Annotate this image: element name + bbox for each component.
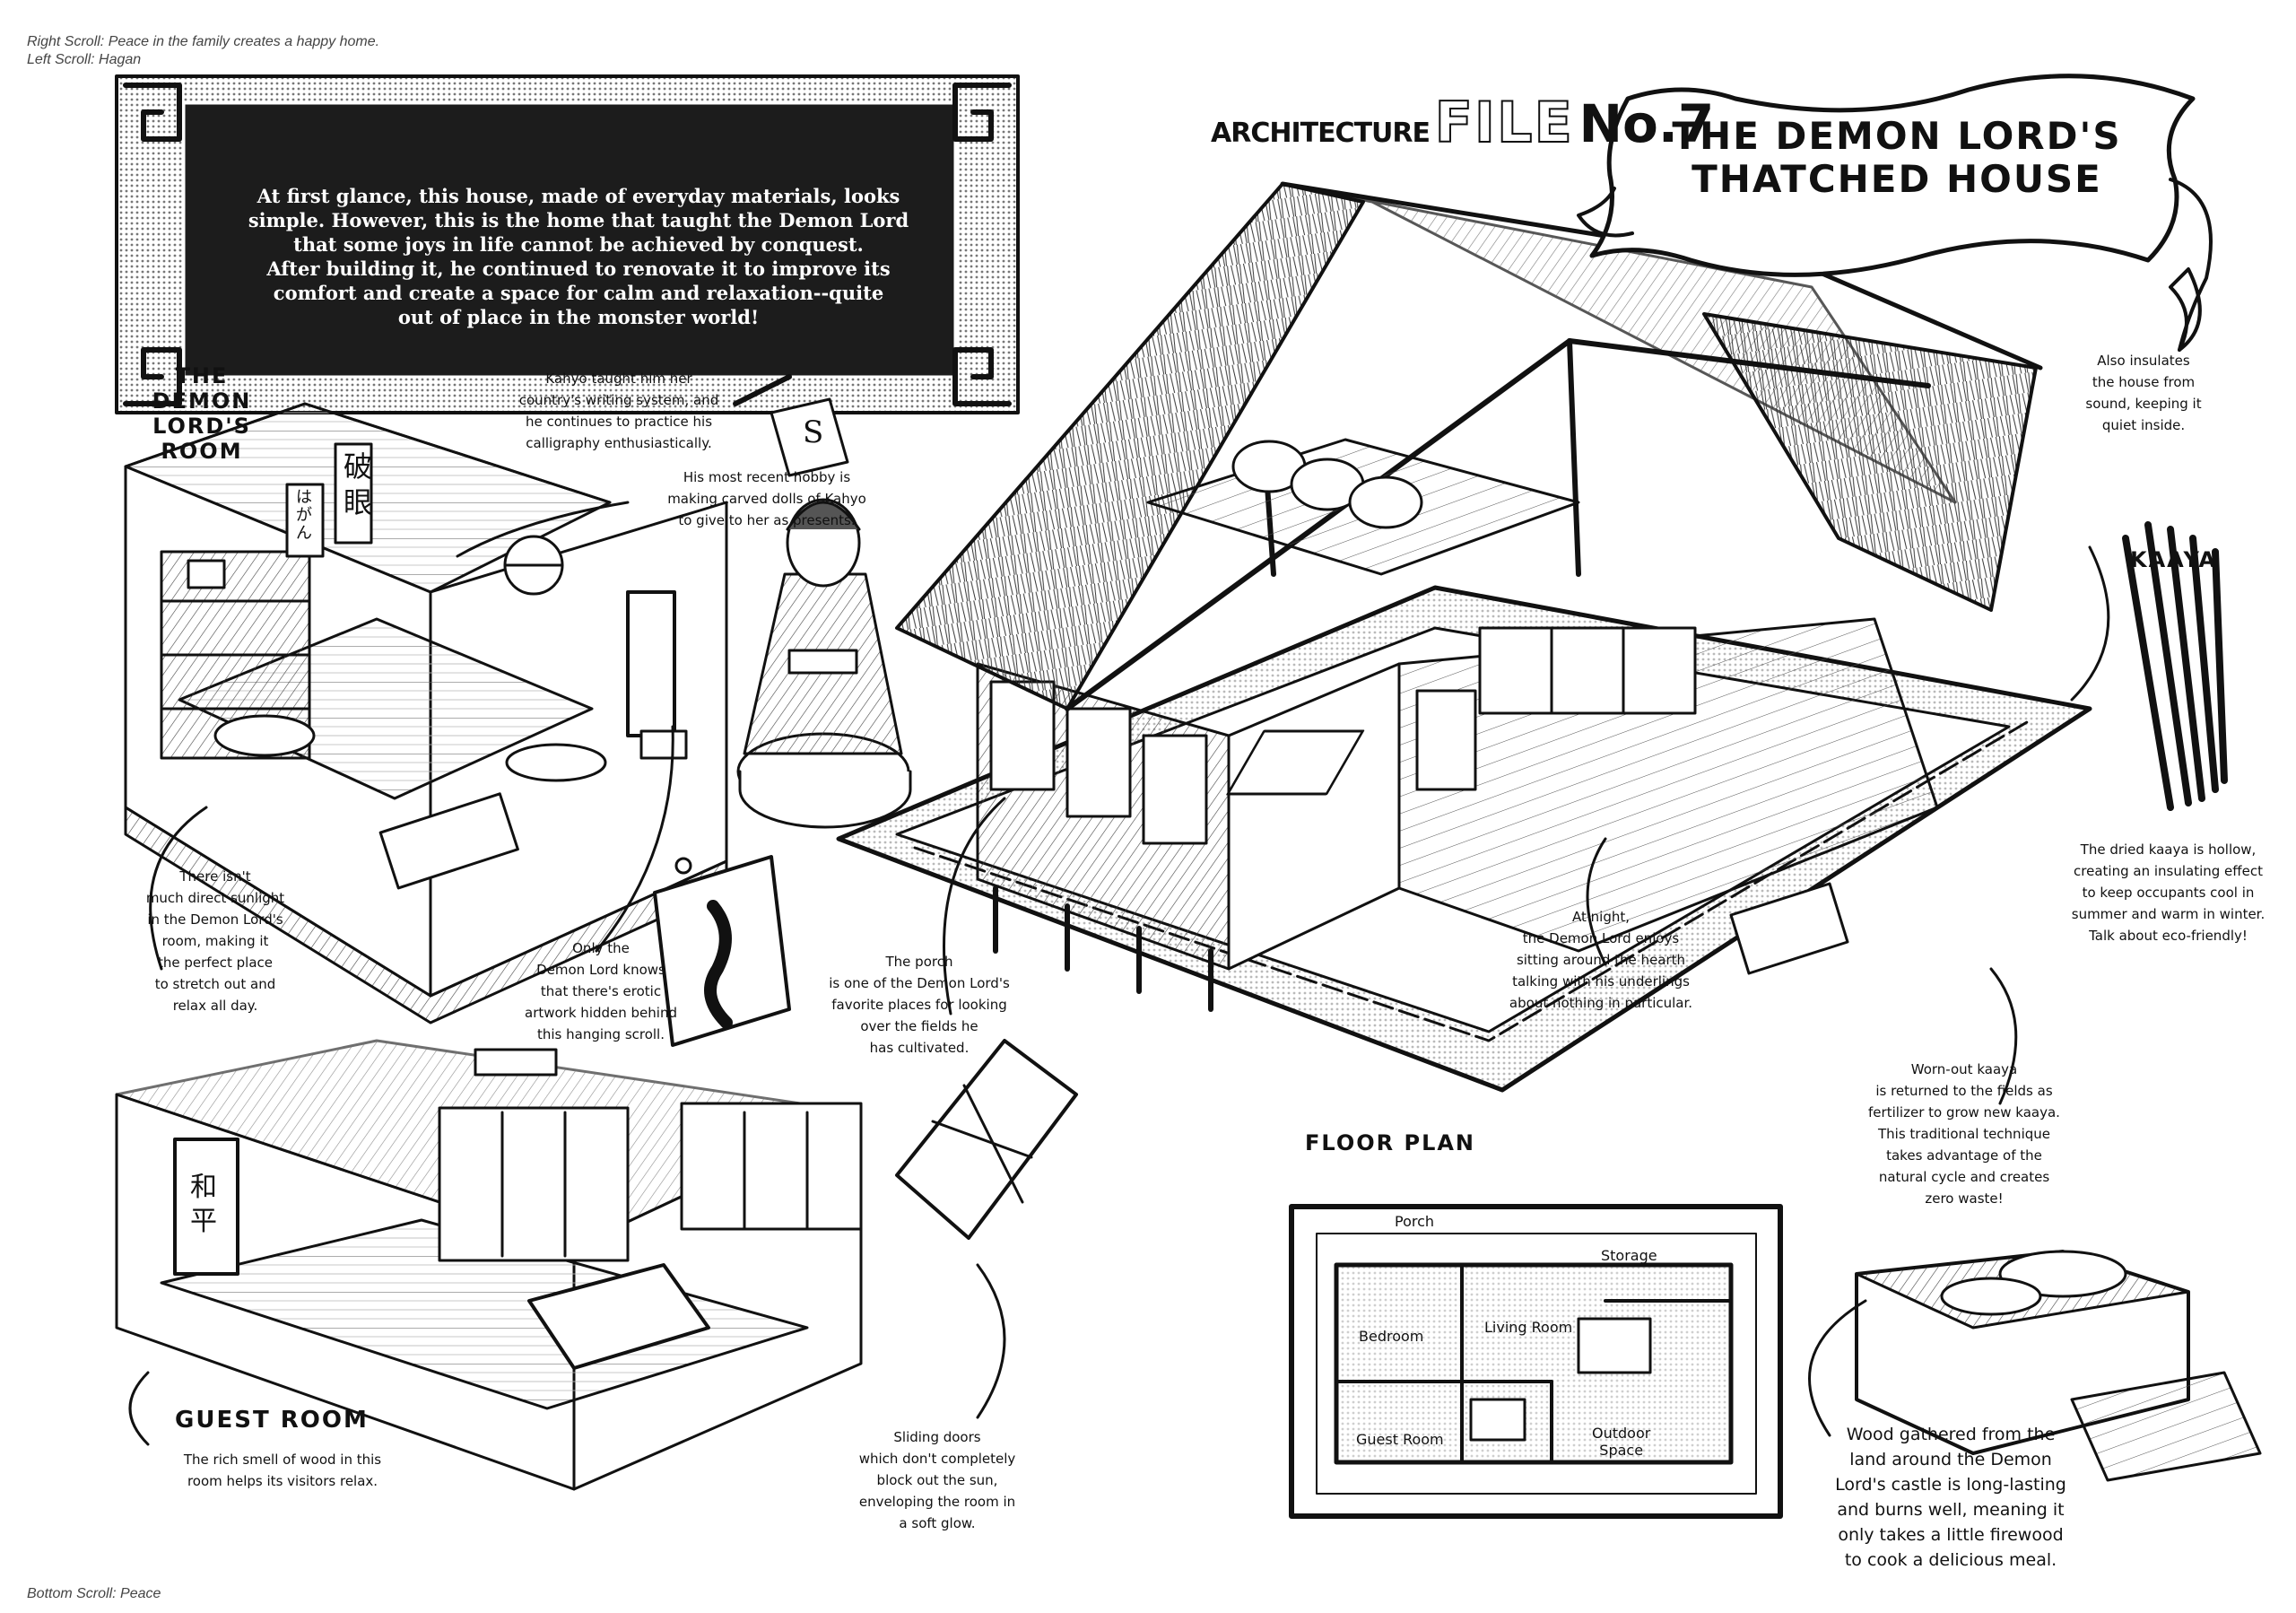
- kaaya-reeds-drawing: [2122, 521, 2228, 811]
- left-scroll-kana: は が ん: [296, 488, 312, 543]
- left-scroll-translation: Left Scroll: Hagan: [27, 52, 142, 67]
- heading-kaaya: KAAYA: [2130, 547, 2218, 572]
- floor-plan-bedroom: Bedroom: [1359, 1328, 1424, 1345]
- right-scroll-kanji: 破 眼: [344, 449, 373, 519]
- intro-text: At first glance, this house, made of eve…: [248, 185, 909, 328]
- floor-plan-outdoor-space: Outdoor Space: [1592, 1425, 1651, 1459]
- floor-plan-drawing: [1289, 1204, 1783, 1519]
- intro-panel-frame: [115, 74, 1020, 414]
- floor-plan-storage: Storage: [1601, 1247, 1657, 1264]
- house-body-drawing: [976, 617, 1939, 1012]
- carved-doll-drawing: [736, 498, 912, 829]
- floor-plan-porch: Porch: [1395, 1213, 1435, 1230]
- guest-room-drawing: [115, 1039, 1078, 1491]
- note-kaaya-hollow: The dried kaaya is hollow,creating an in…: [2071, 841, 2266, 944]
- calligraphy-paper-drawing: [733, 374, 849, 477]
- bottom-scroll-kanji: 和 平: [190, 1172, 217, 1237]
- title-banner-drawing: [1577, 74, 2213, 352]
- heading-demon-lord-room: THE DEMON LORD'S ROOM: [152, 363, 252, 464]
- right-scroll-translation: Right Scroll: Peace in the family create…: [27, 34, 380, 49]
- floor-plan-guest-room: Guest Room: [1356, 1431, 1444, 1448]
- bottom-scroll-translation: Bottom Scroll: Peace: [27, 1586, 161, 1601]
- floor-plan-living-room: Living Room: [1484, 1319, 1573, 1336]
- heading-floor-plan: FLOOR PLAN: [1305, 1130, 1476, 1155]
- thatched-roof-drawing: [895, 181, 2043, 711]
- pointer-arrows: [128, 501, 2110, 1446]
- demon-lord-room-drawing: [124, 402, 728, 1024]
- page-title: THE DEMON LORD'S THATCHED HOUSE: [1672, 114, 2122, 201]
- hidden-scroll-drawing: [653, 855, 791, 1047]
- architecture-file-label: ARCHITECTURE FILE No.7: [1211, 89, 1715, 156]
- practice-paper-glyph: S: [803, 414, 824, 450]
- heading-guest-room: GUEST ROOM: [175, 1407, 369, 1434]
- stove-drawing: [1855, 1250, 2262, 1482]
